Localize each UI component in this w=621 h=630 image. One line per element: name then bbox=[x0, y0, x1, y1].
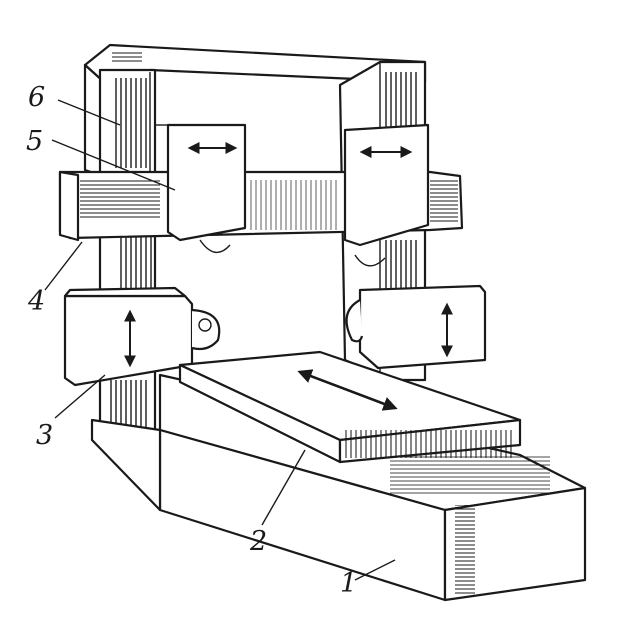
label-crossrail: 4 bbox=[27, 286, 45, 317]
right-vertical-head bbox=[343, 123, 430, 267]
label-table: 2 bbox=[249, 526, 267, 557]
left-vertical-head bbox=[155, 123, 247, 253]
label-side-head: 3 bbox=[36, 420, 53, 451]
label-column: 6 bbox=[28, 82, 45, 113]
label-bed: 1 bbox=[340, 568, 357, 599]
left-side-head bbox=[63, 286, 221, 387]
leader-lines bbox=[44, 99, 396, 581]
right-side-head bbox=[345, 284, 487, 370]
table bbox=[178, 350, 522, 464]
label-vertical-head: 5 bbox=[26, 126, 43, 157]
